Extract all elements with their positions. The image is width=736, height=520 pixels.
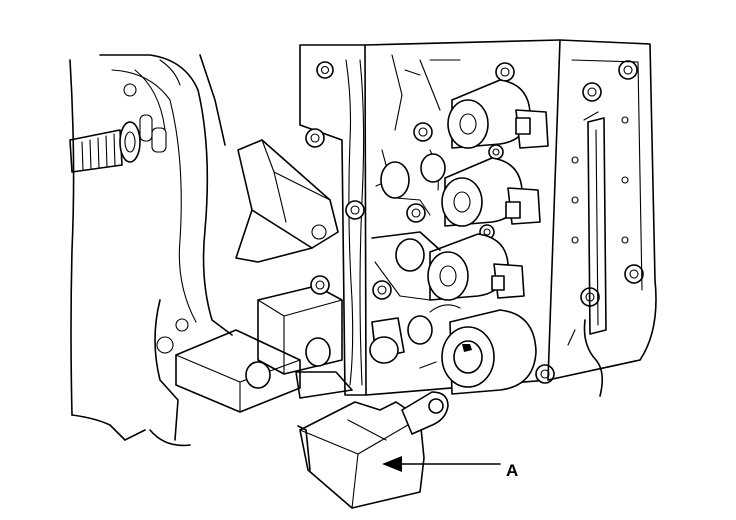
valve-spools — [369, 153, 446, 364]
bolt — [345, 200, 365, 220]
bolt — [618, 60, 638, 80]
bolt — [372, 280, 392, 300]
output-shaft — [69, 121, 141, 173]
transmission-case — [69, 54, 233, 447]
callout-a-arrowhead — [382, 456, 402, 472]
case-bosses — [123, 83, 167, 153]
bolt — [413, 122, 433, 142]
callout-a-label: A — [506, 461, 518, 480]
pressure-control-solenoid — [419, 304, 537, 395]
part-a-cover — [297, 391, 449, 509]
bolt — [495, 62, 515, 82]
bolt — [310, 275, 330, 295]
shift-solenoid-upper — [375, 79, 549, 191]
shift-solenoid-lower — [427, 233, 525, 301]
bolt — [535, 364, 555, 384]
bolt — [488, 144, 504, 160]
bolt — [582, 82, 602, 102]
bolt — [624, 264, 644, 284]
bolt — [316, 61, 334, 79]
bolt — [305, 128, 325, 148]
shift-solenoid-middle — [441, 157, 541, 227]
lower-casting — [175, 285, 353, 413]
side-cover-plate — [547, 39, 657, 397]
bolt — [406, 203, 426, 223]
mounting-bracket — [235, 139, 339, 263]
callout-a: A — [382, 456, 518, 480]
